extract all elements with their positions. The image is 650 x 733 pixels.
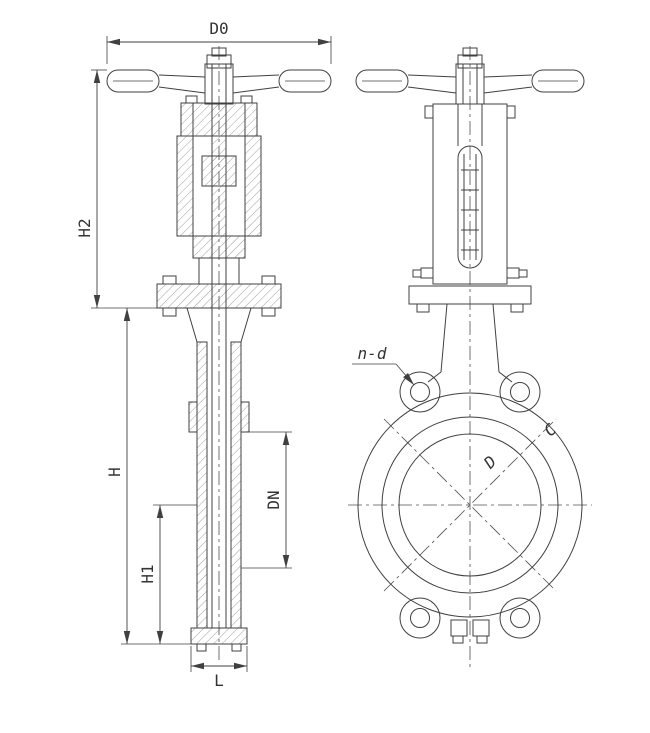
gland: [192, 235, 246, 259]
flange-outer-circle: [357, 392, 583, 618]
yoke-column-right: [244, 135, 262, 237]
body-wall-left: [196, 341, 208, 629]
valve-body-left-view: [186, 236, 252, 652]
bolt-lobe: [499, 597, 541, 639]
right-view: [348, 46, 592, 668]
stem-slot: [457, 145, 483, 269]
neck-right-view: [427, 303, 513, 383]
dimension-h2: H2: [75, 69, 157, 309]
bore-circle: [398, 433, 542, 577]
bottom-lug: [472, 619, 490, 637]
dimension-l-label: L: [214, 671, 224, 690]
bolt-lobe: [499, 371, 541, 413]
bottom-flange: [190, 627, 248, 645]
dimensions-layer: D0 H2 H H1 DN: [75, 19, 560, 690]
annotation-d: D: [479, 452, 500, 473]
annotation-n-d-label: n-d: [358, 344, 387, 363]
handwheel-left-view: [106, 63, 332, 105]
bolt-hole: [410, 608, 430, 628]
bolt-hole: [510, 608, 530, 628]
dimension-h1-label: H1: [138, 564, 157, 583]
annotation-c-label: C: [540, 420, 561, 441]
dimension-l: L: [190, 646, 248, 690]
stem-nut: [206, 54, 232, 69]
stem-nut-block: [201, 155, 237, 187]
annotation-c: C: [540, 420, 561, 441]
dimension-h: H: [105, 308, 191, 645]
dimension-dn-label: DN: [264, 490, 283, 509]
bottom-lug: [450, 619, 468, 637]
dimension-d0-label: D0: [209, 19, 228, 38]
yoke-right-view: [412, 103, 528, 285]
annotation-n-d: n-d: [352, 344, 415, 386]
dimension-h-label: H: [105, 467, 124, 477]
body-wall-right: [230, 341, 242, 629]
stem-cap: [211, 47, 227, 57]
diagonal-centerline-1: [383, 418, 557, 592]
yoke-flange-right-view: [408, 285, 532, 313]
bolt-lobe: [399, 597, 441, 639]
diagonal-centerline-2: [383, 418, 557, 592]
dimension-d0: D0: [106, 19, 332, 64]
stem-nut-right-view: [457, 54, 483, 69]
yoke-column-left: [176, 135, 194, 237]
body-flange-right-view: [357, 371, 583, 644]
body-flange-left-view: [156, 275, 282, 317]
bonnet-yoke: [176, 95, 262, 285]
bolt-lobe: [399, 371, 441, 413]
dimension-dn: DN: [241, 431, 292, 569]
bolt-hole: [510, 382, 530, 402]
bolt-hole: [410, 382, 430, 402]
dimension-h1: H1: [138, 504, 197, 644]
dimension-h2-label: H2: [75, 218, 94, 237]
raised-face-circle: [381, 416, 559, 594]
handwheel-right-view: [355, 63, 585, 105]
left-view-section: [106, 46, 332, 662]
annotation-d-label: D: [479, 452, 500, 473]
